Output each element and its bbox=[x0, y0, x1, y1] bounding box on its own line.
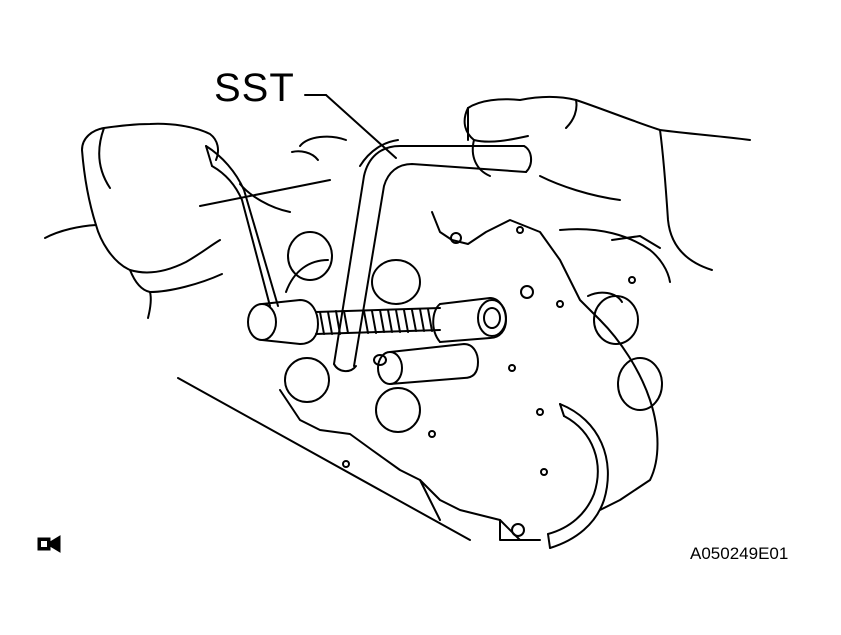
sleeve bbox=[377, 343, 479, 385]
engine-bores bbox=[284, 231, 663, 537]
bolt-holes bbox=[342, 226, 636, 476]
left-hand bbox=[44, 122, 223, 319]
sst-leader-line-diagonal bbox=[325, 94, 397, 159]
threaded-screw bbox=[315, 307, 441, 335]
figure-id: A050249E01 bbox=[690, 544, 789, 563]
crank-handle bbox=[205, 145, 319, 345]
right-hand bbox=[463, 96, 751, 271]
engine-block bbox=[177, 179, 671, 541]
puller-attachment bbox=[432, 297, 507, 343]
crescent-seal bbox=[547, 403, 609, 549]
sst-tool-body bbox=[291, 135, 532, 372]
installation-mark-icon bbox=[37, 535, 61, 553]
sst-label: SST bbox=[214, 66, 295, 110]
